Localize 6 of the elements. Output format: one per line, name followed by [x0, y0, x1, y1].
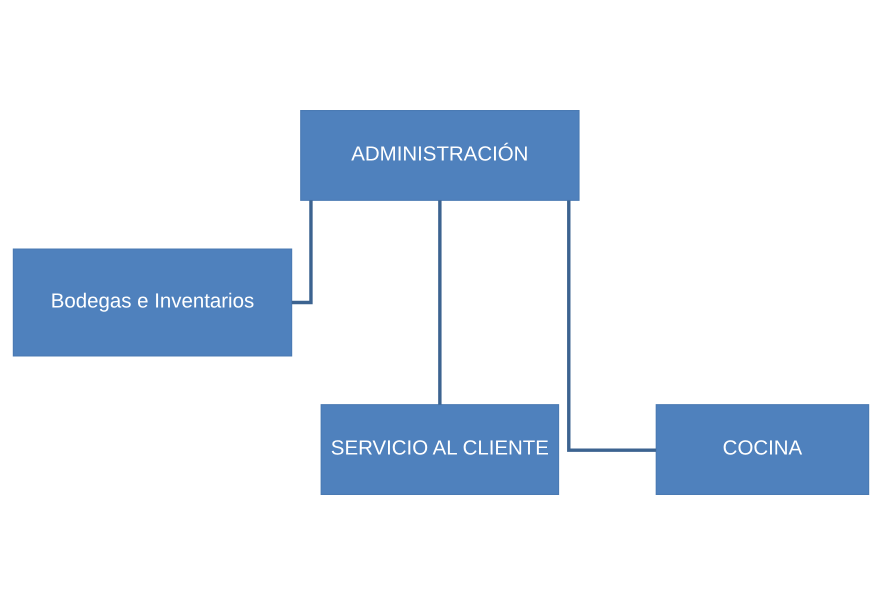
- node-box: Bodegas e Inventarios: [12, 248, 292, 356]
- node-box: SERVICIO AL CLIENTE: [320, 404, 560, 495]
- connector: [438, 200, 442, 404]
- node-box: ADMINISTRACIÓN: [300, 109, 580, 200]
- node-box: COCINA: [656, 404, 870, 495]
- connector: [567, 200, 656, 452]
